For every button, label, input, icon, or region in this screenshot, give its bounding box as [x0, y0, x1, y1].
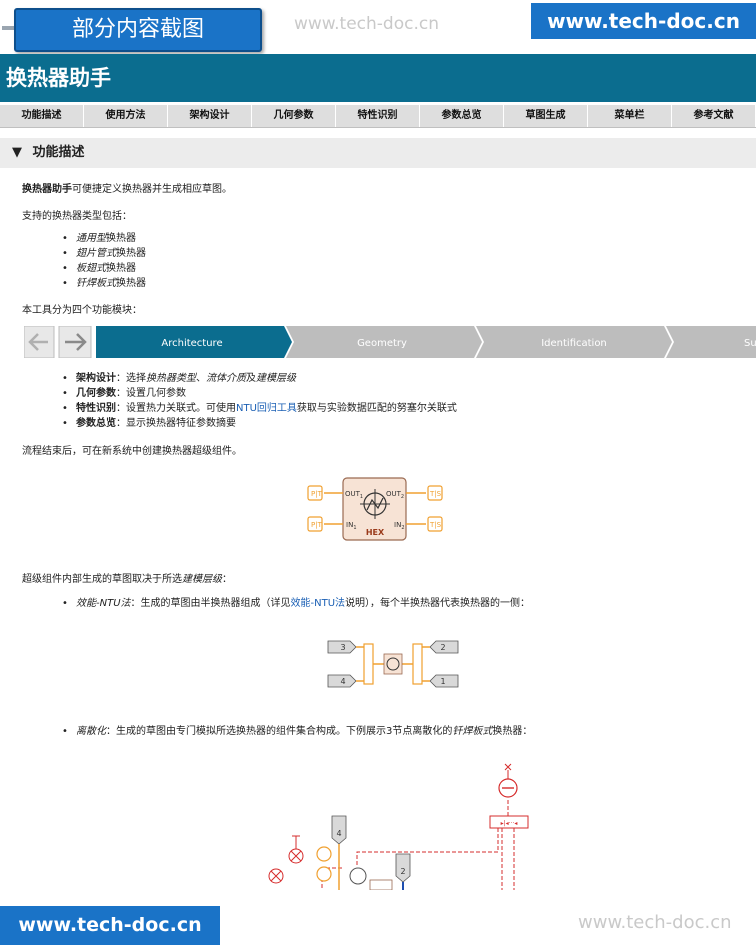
- hex-supercomponent-diagram: P|T P|T T|S T|S OUT1 OUT2 IN1 IN2 HEX: [307, 477, 443, 541]
- pump-icon: [498, 763, 518, 798]
- collapse-arrow-icon[interactable]: ▼: [12, 145, 22, 160]
- svg-text:OUT2: OUT2: [386, 490, 404, 500]
- wizard-step-summary[interactable]: Su: [666, 326, 756, 358]
- sketch-intro: 超级组件内部生成的草图取决于所选建模层级：: [22, 574, 232, 585]
- svg-text:Geometry: Geometry: [357, 338, 407, 349]
- svg-text:P|T: P|T: [311, 490, 323, 498]
- watermark-top: www.tech-doc.cn: [294, 14, 439, 34]
- arrow-left-icon: [28, 333, 48, 351]
- list-item: 通用型换热器: [62, 231, 146, 246]
- brand-banner-bottom[interactable]: www.tech-doc.cn: [0, 906, 220, 945]
- pump-icon: [349, 867, 367, 885]
- after-flow-text: 流程结束后，可在新系统中创建换热器超级组件。: [22, 446, 242, 457]
- svg-text:HEX: HEX: [366, 528, 385, 537]
- nav-tab-menu[interactable]: 菜单栏: [588, 105, 672, 127]
- brand-banner-top[interactable]: www.tech-doc.cn: [531, 3, 756, 39]
- port-icon: [327, 640, 459, 688]
- wizard-step-geometry[interactable]: Geometry: [286, 326, 482, 358]
- svg-text:4: 4: [340, 677, 345, 686]
- screenshot-tag: 部分内容截图: [14, 8, 262, 52]
- list-item: 参数总览：显示换热器特征参数摘要: [62, 416, 457, 431]
- section-header[interactable]: ▼ 功能描述: [0, 138, 756, 168]
- wizard-step-identification[interactable]: Identification: [476, 326, 672, 358]
- types-intro: 支持的换热器类型包括：: [22, 211, 132, 222]
- intro-paragraph: 换热器助手可便捷定义换热器并生成相应草图。: [22, 184, 232, 195]
- valve-icon: [268, 835, 304, 884]
- svg-text:▸|◂···◂: ▸|◂···◂: [501, 820, 518, 827]
- nav-tab-sketch[interactable]: 草图生成: [504, 105, 588, 127]
- page-title: 换热器助手: [0, 54, 756, 102]
- ntu-tool-link[interactable]: NTU回归工具: [236, 403, 297, 414]
- svg-text:Architecture: Architecture: [161, 338, 222, 349]
- list-item: 离散化：生成的草图由专门模拟所选换热器的组件集合构成。下例展示3节点离散化的钎焊…: [62, 724, 532, 739]
- svg-text:P|T: P|T: [311, 521, 323, 529]
- list-item: 钎焊板式换热器: [62, 276, 146, 291]
- svg-text:T|S: T|S: [429, 490, 442, 498]
- module-list: 架构设计：选择换热器类型、流体介质及建模层级 几何参数：设置几何参数 特性识别：…: [62, 371, 457, 431]
- svg-text:IN1: IN1: [346, 521, 357, 531]
- nav-tab-geometry[interactable]: 几何参数: [252, 105, 336, 127]
- list-item: 架构设计：选择换热器类型、流体介质及建模层级: [62, 371, 457, 386]
- type-list: 通用型换热器 翅片管式换热器 板翅式换热器 钎焊板式换热器: [62, 231, 146, 291]
- list-item: 效能-NTU法：生成的草图由半换热器组成（详见效能-NTU法说明），每个半换热器…: [62, 596, 530, 611]
- svg-text:1: 1: [440, 677, 445, 686]
- nav-tab-summary[interactable]: 参数总览: [420, 105, 504, 127]
- svg-text:OUT1: OUT1: [345, 490, 363, 500]
- section-title: 功能描述: [32, 145, 85, 160]
- svg-text:2: 2: [400, 867, 405, 876]
- sensor-icon: [316, 846, 332, 862]
- port-icon: [307, 485, 443, 532]
- sensor-icon: [316, 866, 332, 882]
- heat-exchanger-icon: [386, 657, 400, 671]
- svg-text:Su: Su: [744, 338, 756, 349]
- forward-button[interactable]: [58, 326, 92, 358]
- port-icon: [331, 815, 411, 883]
- nav-tab-usage[interactable]: 使用方法: [84, 105, 168, 127]
- heat-exchanger-icon: [360, 489, 390, 519]
- nav-bar: 功能描述 使用方法 架构设计 几何参数 特性识别 参数总览 草图生成 菜单栏 参…: [0, 105, 756, 128]
- svg-text:2: 2: [440, 643, 445, 652]
- modules-intro: 本工具分为四个功能模块：: [22, 305, 142, 316]
- list-item: 几何参数：设置几何参数: [62, 386, 457, 401]
- half-exchanger-diagram: 3 2 4 1: [327, 640, 459, 688]
- arrow-right-icon: [65, 333, 87, 351]
- ntu-list: 效能-NTU法：生成的草图由半换热器组成（详见效能-NTU法说明），每个半换热器…: [62, 596, 530, 611]
- discretized-list: 离散化：生成的草图由专门模拟所选换热器的组件集合构成。下例展示3节点离散化的钎焊…: [62, 724, 532, 739]
- list-item: 板翅式换热器: [62, 261, 146, 276]
- watermark-bottom: www.tech-doc.cn: [578, 912, 732, 933]
- svg-text:T|S: T|S: [429, 521, 442, 529]
- wizard-bar: Architecture Geometry Identification Su: [24, 326, 756, 358]
- svg-text:4: 4: [336, 829, 341, 838]
- nav-tab-identification[interactable]: 特性识别: [336, 105, 420, 127]
- nav-tab-references[interactable]: 参考文献: [672, 105, 756, 127]
- back-button[interactable]: [24, 326, 55, 358]
- nav-tab-architecture[interactable]: 架构设计: [168, 105, 252, 127]
- list-item: 特性识别：设置热力关联式。可使用NTU回归工具获取与实验数据匹配的努塞尔关联式: [62, 401, 457, 416]
- discretized-diagram: ▸|◂···◂ 4 2: [268, 763, 529, 890]
- svg-text:3: 3: [340, 643, 345, 652]
- ntu-method-link[interactable]: 效能-NTU法: [290, 598, 346, 609]
- nav-tab-function[interactable]: 功能描述: [0, 105, 84, 127]
- wizard-step-architecture[interactable]: Architecture: [96, 326, 292, 358]
- svg-text:IN2: IN2: [394, 521, 405, 531]
- list-item: 翅片管式换热器: [62, 246, 146, 261]
- svg-text:Identification: Identification: [541, 338, 607, 349]
